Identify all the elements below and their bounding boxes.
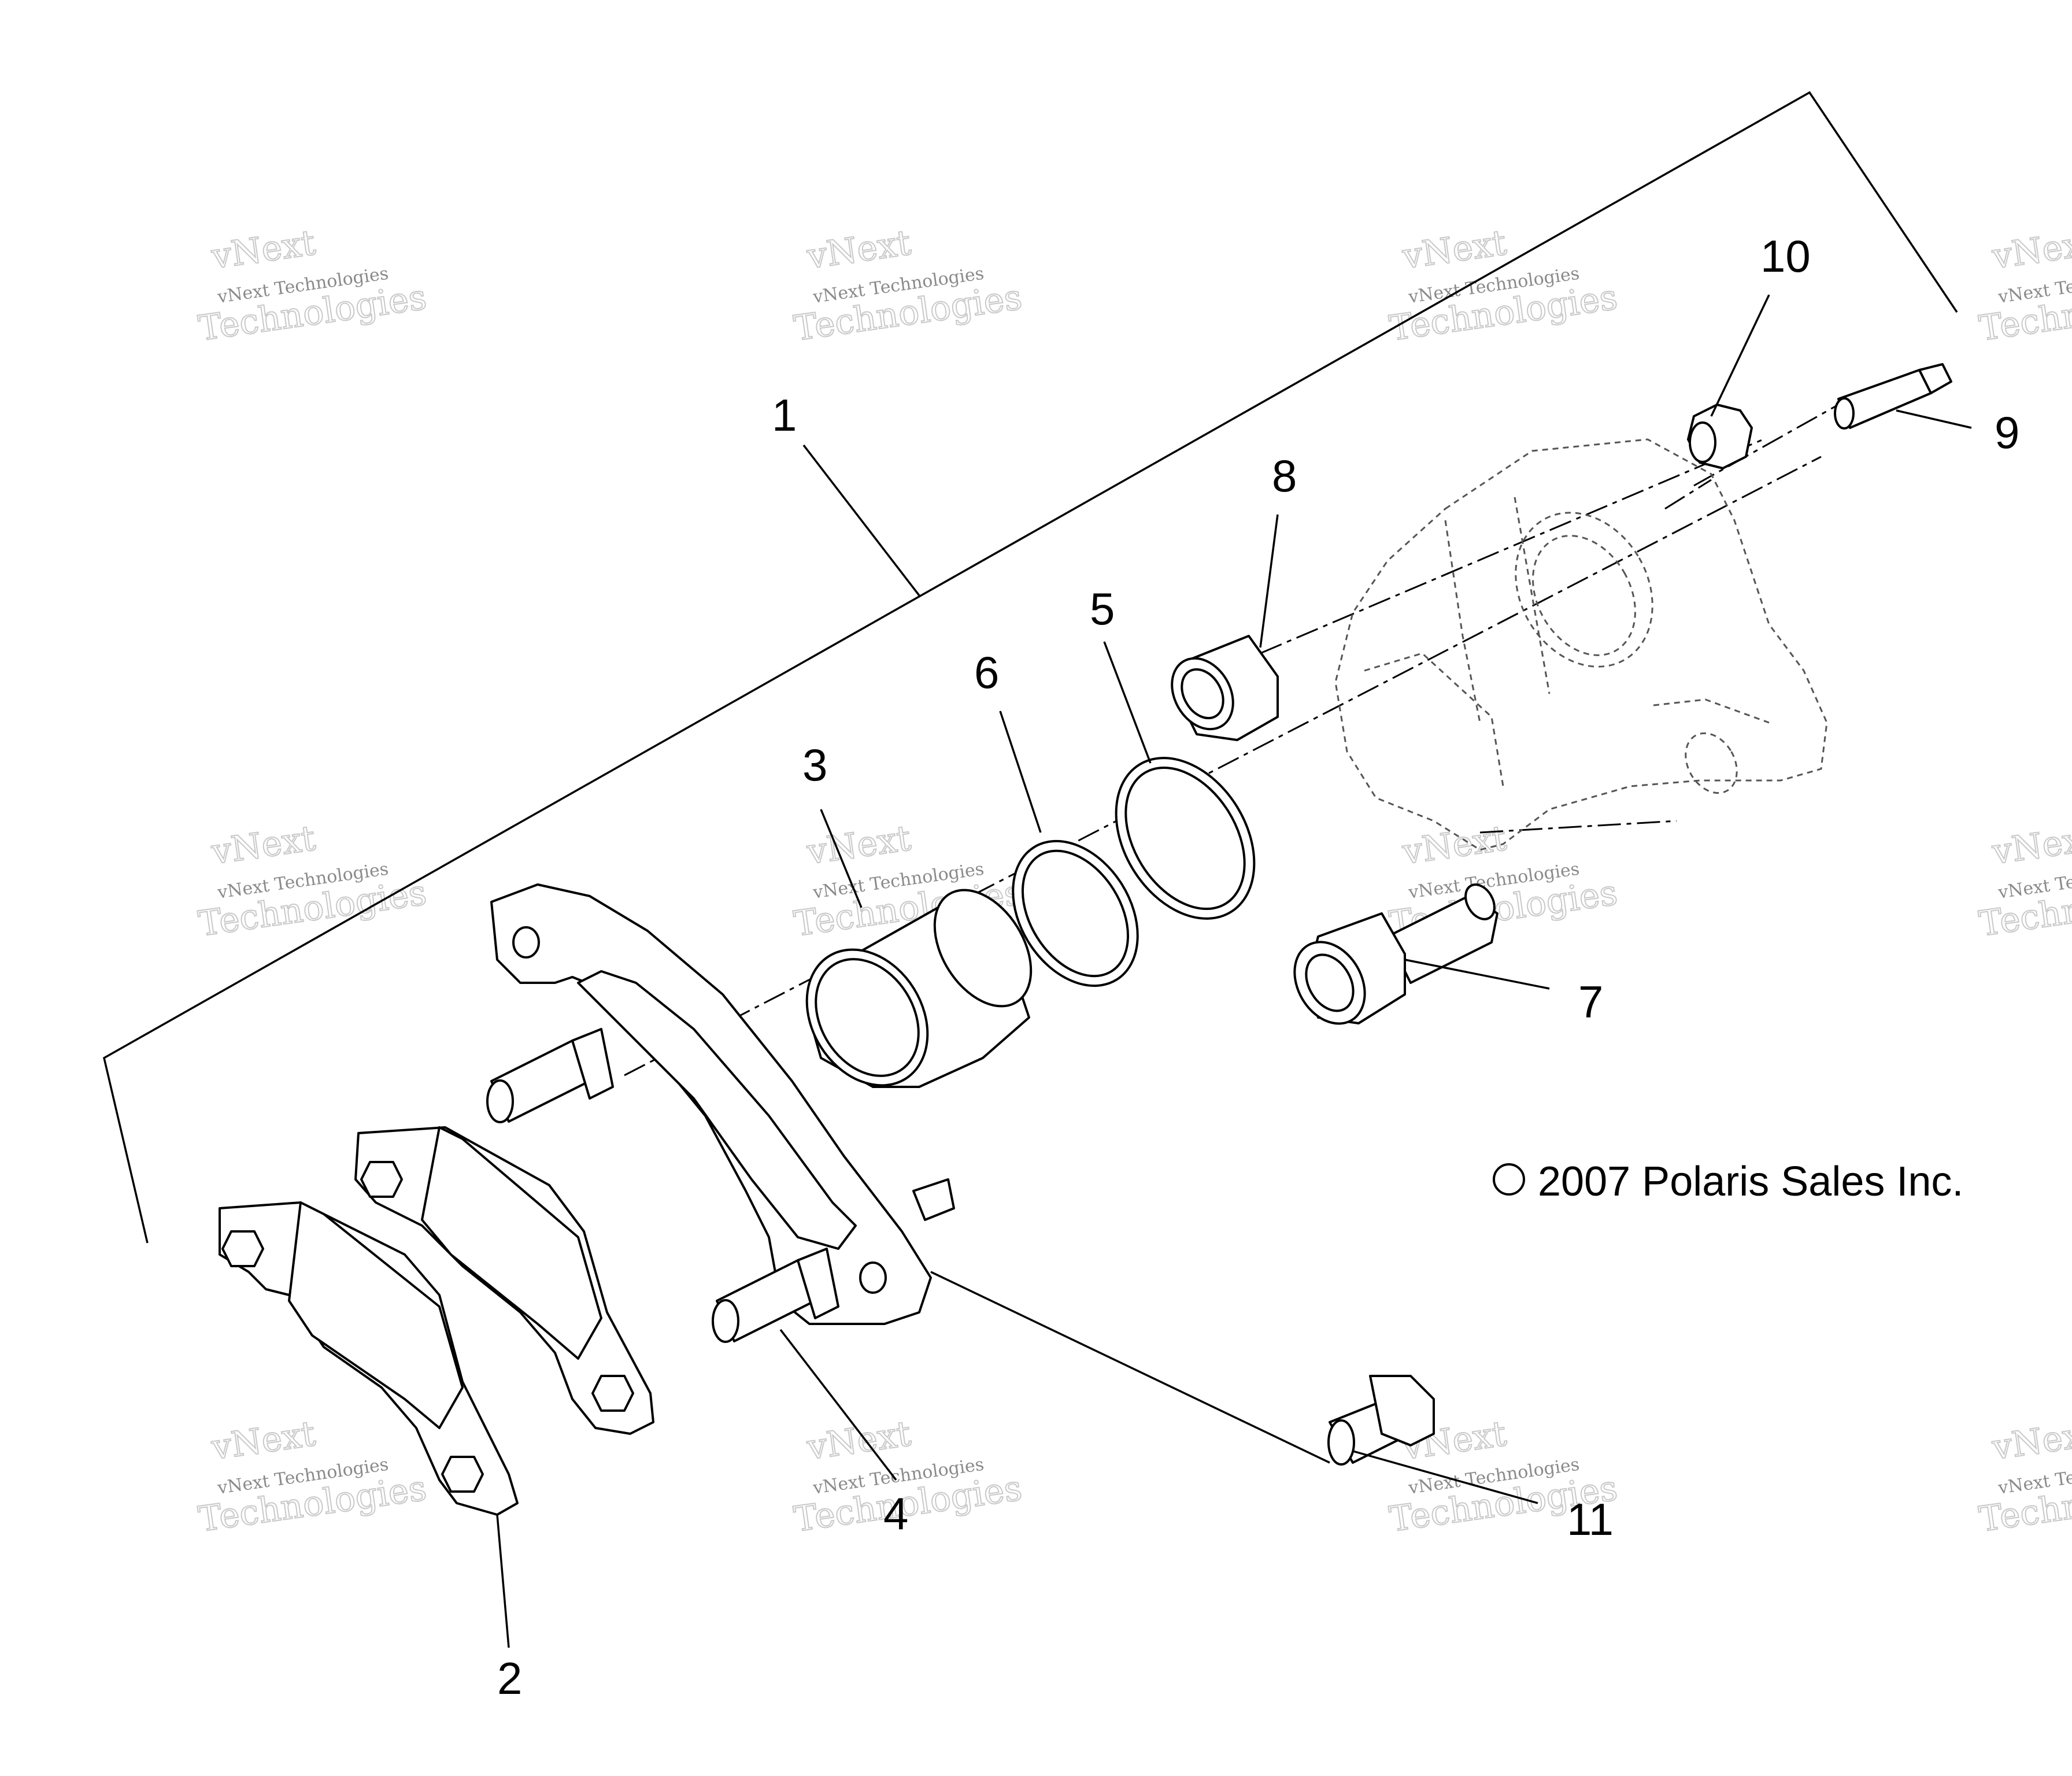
bracket-hole (512, 926, 540, 959)
callout-8: 8 (1272, 450, 1297, 501)
piston-axis (624, 456, 1822, 1076)
leader-9 (1896, 409, 1972, 429)
svg-text:vNext: vNext (209, 818, 318, 872)
bleeder-axis (1693, 404, 1839, 487)
callout-labels: 1 2 3 4 5 6 7 8 9 10 11 (497, 231, 2019, 1704)
watermark: vNext vNext Technologies Technologies (1976, 817, 2072, 945)
leader-2 (496, 1514, 510, 1648)
slide-pin-lower (712, 1178, 955, 1343)
svg-text:vNext: vNext (804, 818, 913, 872)
callout-11: 11 (1567, 1494, 1614, 1545)
leader-6 (999, 711, 1042, 833)
svg-text:vNext: vNext (1989, 1414, 2072, 1468)
leader-3 (820, 809, 863, 908)
callout-4: 4 (883, 1488, 908, 1539)
callout-6: 6 (974, 647, 999, 698)
pad-hole (441, 1456, 484, 1493)
svg-text:vNext: vNext (1989, 818, 2072, 872)
copyright-text: 2007 Polaris Sales Inc. (1538, 1159, 1963, 1205)
watermark: vNext vNext Technologies Technologies (1976, 222, 2072, 350)
bleeder-cap (1687, 404, 1753, 469)
callout-3: 3 (802, 739, 827, 790)
slide-pin-bolt (1327, 1375, 1435, 1466)
watermarks: vNext vNext Technologies Technologies vN… (195, 222, 2072, 1541)
svg-text:vNext: vNext (804, 223, 913, 277)
leader-4 (779, 1329, 897, 1481)
dust-boot-ring (1115, 757, 1256, 920)
pin-boot-upper (1171, 635, 1279, 741)
pad-hole (221, 1230, 264, 1267)
leader-5 (1103, 641, 1152, 764)
watermark: vNext vNext Technologies Technologies (195, 817, 430, 945)
copyright-symbol-circle (1493, 1163, 1525, 1196)
slide-pin-upper (486, 1028, 614, 1123)
watermark: vNext vNext Technologies Technologies (1976, 1413, 2072, 1541)
bracket-hole (859, 1261, 887, 1294)
copyright-notice: 2007 Polaris Sales Inc. (1493, 1159, 1963, 1205)
leader-7 (1404, 959, 1550, 990)
svg-text:vNext: vNext (1400, 223, 1509, 277)
seal-ring (1012, 839, 1139, 987)
bleeder-valve (1834, 363, 1952, 430)
svg-text:vNext: vNext (804, 1414, 913, 1468)
svg-text:vNext: vNext (209, 1414, 318, 1468)
watermark: vNext vNext Technologies Technologies (195, 222, 430, 350)
leader-10 (1710, 294, 1770, 417)
callout-7: 7 (1578, 976, 1603, 1027)
callout-9: 9 (1995, 407, 2019, 458)
svg-text:vNext: vNext (1989, 223, 2072, 277)
svg-text:vNext: vNext (209, 223, 318, 277)
callout-5: 5 (1090, 583, 1115, 634)
anchor-bracket (486, 883, 955, 1343)
watermark: vNext vNext Technologies Technologies (791, 222, 1025, 350)
brake-pad-inner (354, 1126, 654, 1435)
assembly-axes (624, 404, 1839, 1076)
leader-8 (1259, 514, 1279, 648)
piston (805, 889, 1033, 1088)
callout-1: 1 (772, 390, 797, 441)
lower-pin-axis (1479, 820, 1677, 834)
plug-axis (1664, 479, 1712, 510)
callout-2: 2 (497, 1653, 522, 1704)
callout-10: 10 (1760, 231, 1811, 282)
watermark: vNext vNext Technologies Technologies (1386, 222, 1620, 350)
watermark: vNext vNext Technologies Technologies (195, 1413, 430, 1541)
leader-11-link (930, 1271, 1330, 1464)
leader-1 (802, 444, 920, 597)
assembly-bracket-line (102, 91, 1958, 1244)
svg-text:vNext: vNext (1400, 818, 1509, 872)
upper-pin-axis (1260, 438, 1764, 654)
lower-pin-and-boot (1293, 883, 1498, 1025)
brake-pad-outer (219, 1201, 519, 1516)
pad-hole (591, 1375, 634, 1412)
caliper-body (1334, 438, 1828, 851)
pad-hole (360, 1161, 403, 1198)
leader-lines (496, 294, 1972, 1648)
leader-11 (1352, 1450, 1538, 1504)
